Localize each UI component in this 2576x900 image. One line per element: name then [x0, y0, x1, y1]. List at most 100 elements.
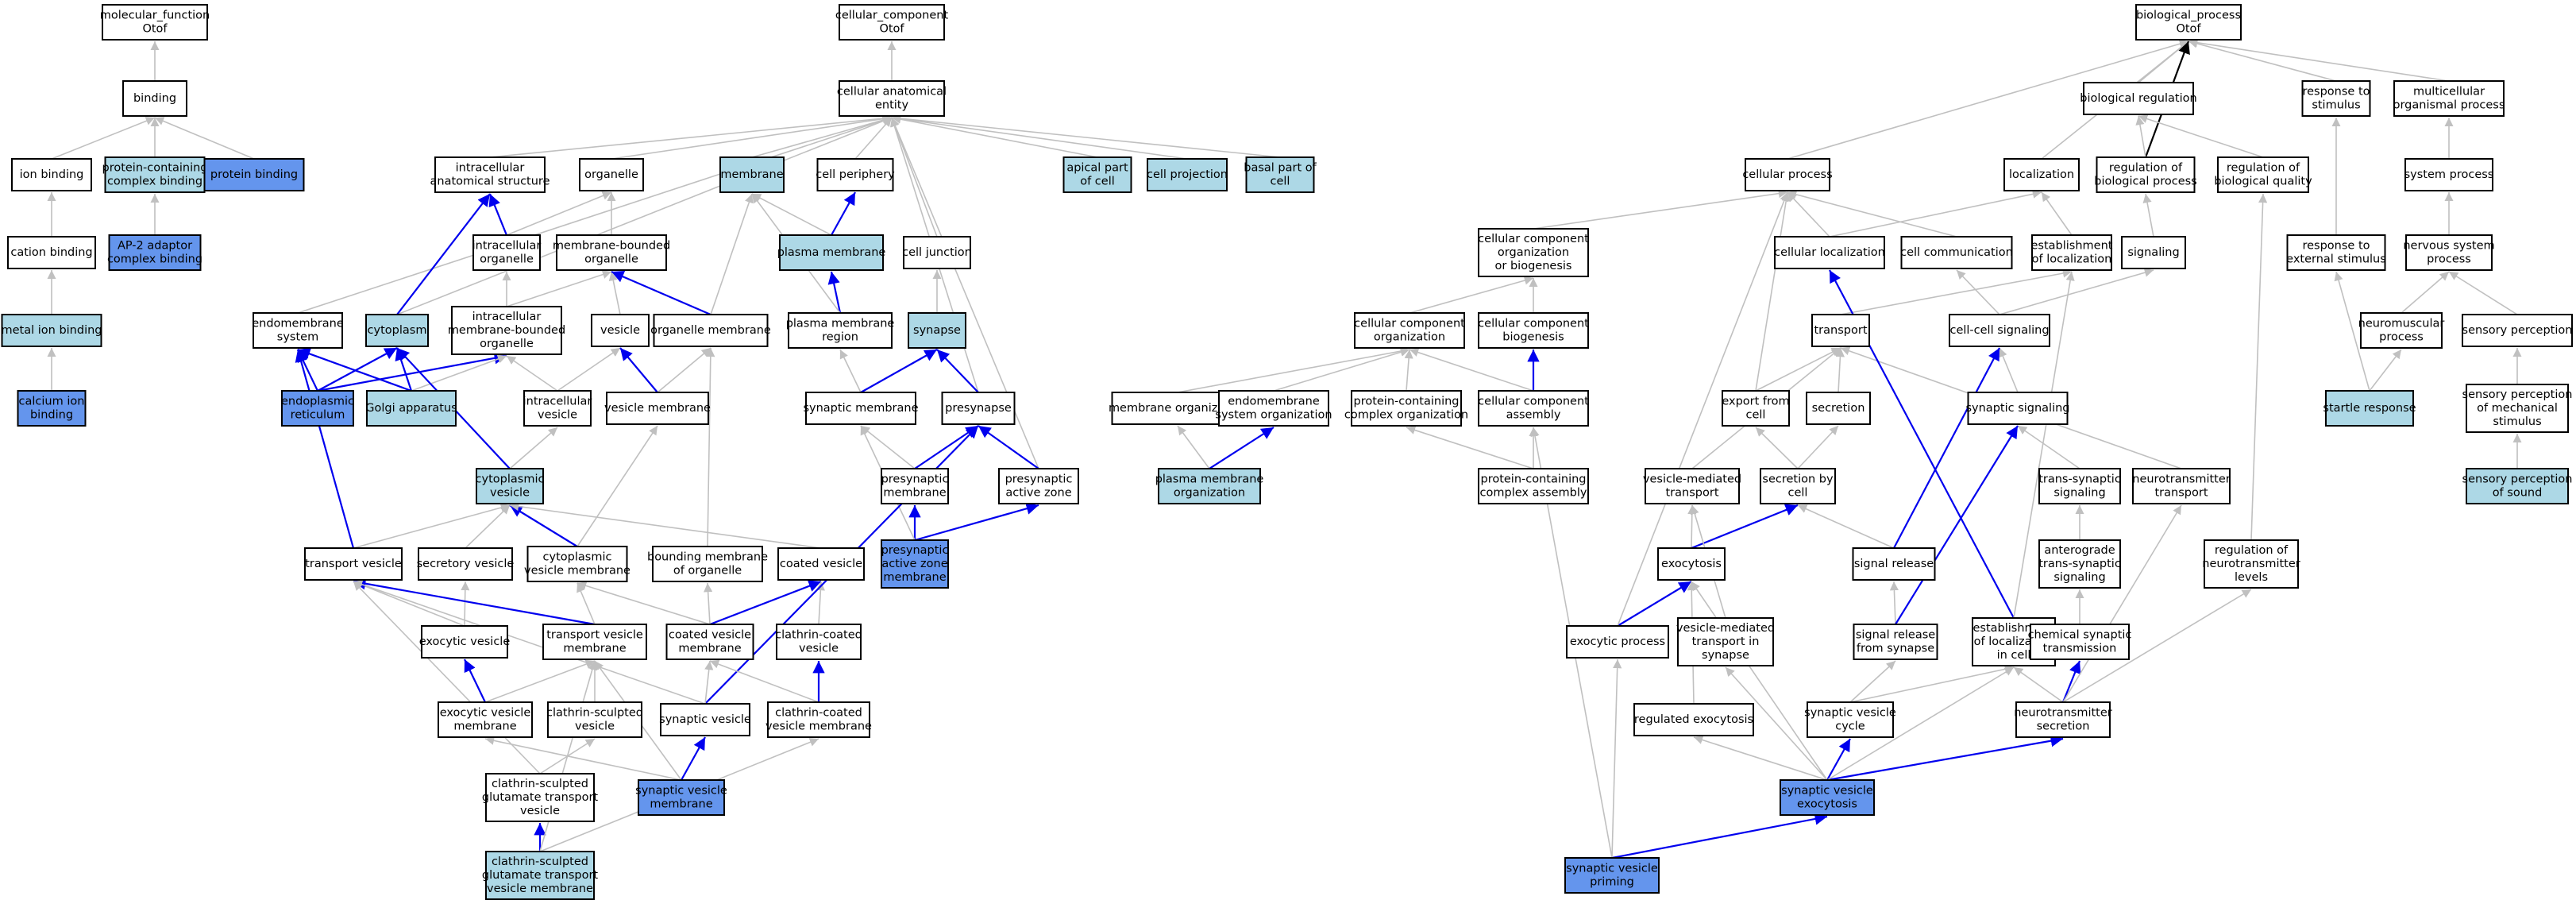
go-term-node-metal[interactable]: metal ion binding — [1, 314, 102, 347]
go-term-node-coated[interactable]: coated vesicle — [777, 547, 865, 581]
go-term-node-periphery[interactable]: cell periphery — [816, 158, 895, 191]
go-term-node-regexo[interactable]: regulated exocytosis — [1633, 703, 1754, 736]
go-term-node-projection[interactable]: cell projection — [1147, 158, 1228, 191]
go-term-node-cytoplasm[interactable]: cytoplasm — [365, 314, 429, 347]
go-term-node-secretion[interactable]: secretion — [1806, 392, 1871, 425]
go-term-node-binding[interactable]: binding — [122, 80, 187, 117]
go-term-node-golgi[interactable]: Golgi apparatus — [365, 390, 457, 427]
go-term-node-orgmem[interactable]: organelle membrane — [650, 314, 771, 347]
go-term-node-sigrel[interactable]: signal release — [1852, 547, 1936, 581]
go-term-node-ionb[interactable]: ion binding — [11, 158, 92, 191]
go-term-node-sysproc[interactable]: system process — [2404, 158, 2494, 191]
go-term-node-synves[interactable]: synaptic vesicle — [659, 703, 751, 736]
go-term-node-exocytosis[interactable]: exocytosis — [1657, 547, 1726, 581]
go-term-node-cationb[interactable]: cation binding — [7, 236, 96, 269]
go-term-node-vesicle[interactable]: vesicle — [591, 314, 650, 347]
go-term-node-localization[interactable]: localization — [2003, 158, 2080, 191]
go-term-node-exoves[interactable]: exocytic vesicle — [419, 625, 511, 659]
go-term-node-presyn[interactable]: presynapse — [941, 392, 1016, 425]
go-term-node-sensp[interactable]: sensory perception — [2462, 314, 2573, 347]
go-term-node-pb[interactable]: protein binding — [203, 158, 305, 191]
go-term-node-vesmem[interactable]: vesicle membrane — [604, 392, 711, 425]
go-term-node-cellloc[interactable]: cellular localization — [1774, 236, 1885, 269]
go-term-node-secves[interactable]: secretory vesicle — [417, 547, 515, 581]
go-term-node-transves[interactable]: transport vesicle — [304, 547, 403, 581]
go-term-node-startle[interactable]: startle response — [2323, 390, 2416, 427]
go-term-node-junction[interactable]: cell junction — [902, 236, 972, 269]
go-term-node-synmem[interactable]: synaptic membrane — [803, 392, 919, 425]
go-term-node-transport[interactable]: transport — [1811, 314, 1870, 347]
go-term-node-membrane[interactable]: membrane — [719, 156, 785, 193]
go-term-node-ccs[interactable]: cell-cell signaling — [1949, 314, 2050, 347]
go-term-node-cellcomm[interactable]: cell communication — [1900, 236, 2013, 269]
go-term-node-exoproc[interactable]: exocytic process — [1566, 625, 1669, 659]
go-term-node-organelle[interactable]: organelle — [579, 158, 644, 191]
go-term-node-cellproc[interactable]: cellular process — [1742, 158, 1833, 191]
go-term-node-synapse[interactable]: synapse — [908, 312, 966, 349]
go-term-node-pm[interactable]: plasma membrane — [777, 234, 886, 271]
go-term-node-synsig[interactable]: synaptic signaling — [1965, 392, 2070, 425]
go-term-node-bioreg[interactable]: biological regulation — [2080, 82, 2197, 115]
